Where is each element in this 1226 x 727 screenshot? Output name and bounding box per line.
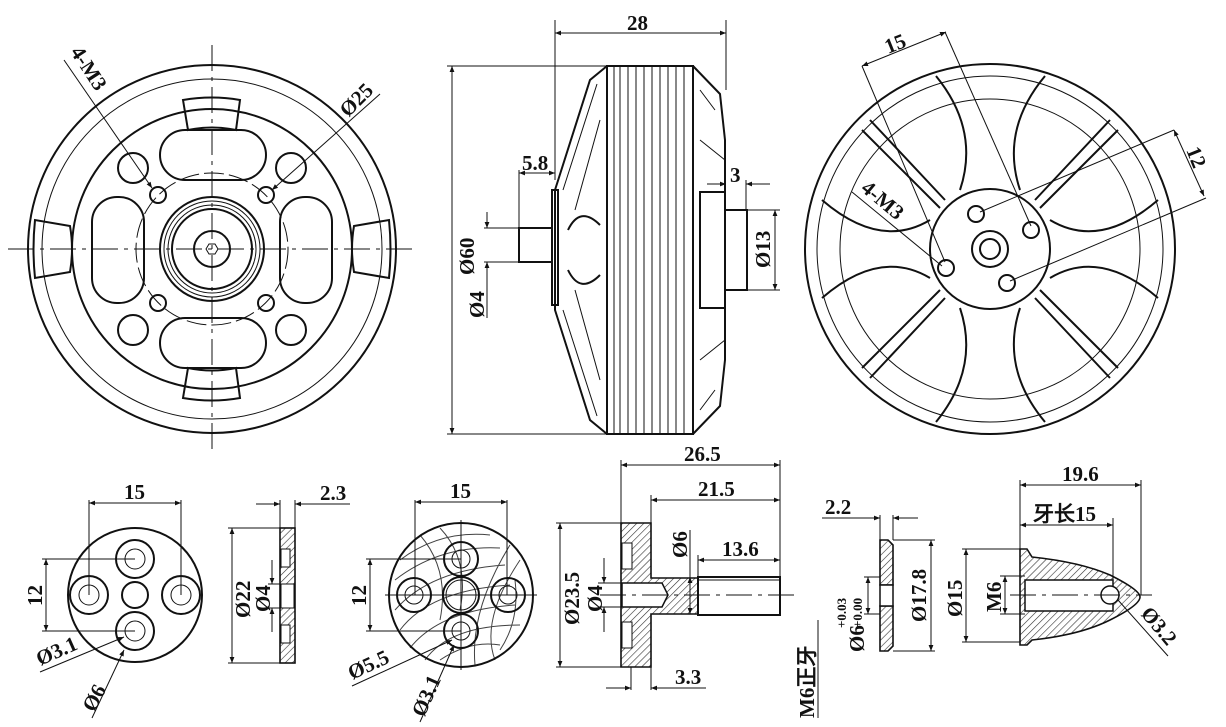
rear-spacing-b: 12 xyxy=(1181,143,1211,171)
plate-counterbore-diameter: Ø6 xyxy=(77,680,111,715)
nut-cross-hole: Ø3.2 xyxy=(1136,602,1182,650)
adapter-overall-length: 26.5 xyxy=(684,442,721,466)
nut-overall-length: 19.6 xyxy=(1062,462,1099,486)
rear-spacing-a: 15 xyxy=(881,29,909,59)
nut-thread-depth: 牙长15 xyxy=(1033,502,1096,526)
shaft-protrusion-label: 5.8 xyxy=(522,151,548,175)
front-view: 4-M3 Ø25 xyxy=(8,42,416,455)
adapter-flange-diameter: Ø23.5 xyxy=(560,572,584,625)
adapter-thread-length: 13.6 xyxy=(722,537,759,561)
adapter-spacing-b: 12 xyxy=(347,585,371,606)
adapter-flange-thickness: 3.3 xyxy=(675,665,701,689)
washer-thickness: 2.2 xyxy=(825,495,851,519)
washer-outer-diameter: Ø17.8 xyxy=(907,569,931,622)
front-hole-callout: 4-M3 xyxy=(66,42,112,95)
washer-tol-upper: +0.03 xyxy=(834,597,849,628)
adapter-spacing-a: 15 xyxy=(450,479,471,503)
adapter-shaft-length: 21.5 xyxy=(698,477,735,501)
side-diameter-label: Ø60 xyxy=(455,238,479,275)
boss-diameter-label: Ø13 xyxy=(751,231,775,268)
front-bolt-circle: Ø25 xyxy=(335,78,378,121)
plate-front-view: 15 12 Ø3.1 Ø6 xyxy=(23,480,203,719)
nut-view: 19.6 牙长15 Ø15 M6 Ø3.2 xyxy=(943,462,1182,657)
adapter-side-view: 26.5 21.5 13.6 Ø23.5 Ø4 Ø6 3.3 M6正牙 xyxy=(556,442,819,718)
adapter-thread-note: M6正牙 xyxy=(795,646,819,718)
adapter-shaft-diameter: Ø6 xyxy=(668,531,692,558)
washer-bore: Ø6 xyxy=(845,625,869,652)
nut-thread-size: M6 xyxy=(982,582,1006,612)
boss-length-label: 3 xyxy=(730,163,741,187)
plate-bore-diameter: Ø4 xyxy=(251,585,275,612)
plate-side-view: 2.3 Ø22 Ø4 xyxy=(228,481,350,664)
rear-view: 15 12 4-M3 xyxy=(804,29,1211,435)
plate-spacing-b: 12 xyxy=(23,585,47,606)
plate-spacing-a: 15 xyxy=(124,480,145,504)
adapter-front-view: 15 12 Ø5.5 Ø3.1 xyxy=(344,479,537,723)
plate-outer-diameter: Ø22 xyxy=(231,581,255,618)
adapter-hole-diameter: Ø3.1 xyxy=(407,671,446,720)
washer-view: 2.2 Ø6 +0.03 +0.00 Ø17.8 xyxy=(822,495,935,652)
washer-tol-lower: +0.00 xyxy=(850,598,865,628)
adapter-bore-diameter: Ø4 xyxy=(583,585,607,612)
plate-thickness: 2.3 xyxy=(320,481,346,505)
shaft-diameter-label: Ø4 xyxy=(465,291,489,318)
side-view: 28 Ø60 5.8 Ø4 3 Ø13 xyxy=(447,11,780,435)
side-length-label: 28 xyxy=(627,11,648,35)
nut-outer-diameter: Ø15 xyxy=(943,580,967,617)
